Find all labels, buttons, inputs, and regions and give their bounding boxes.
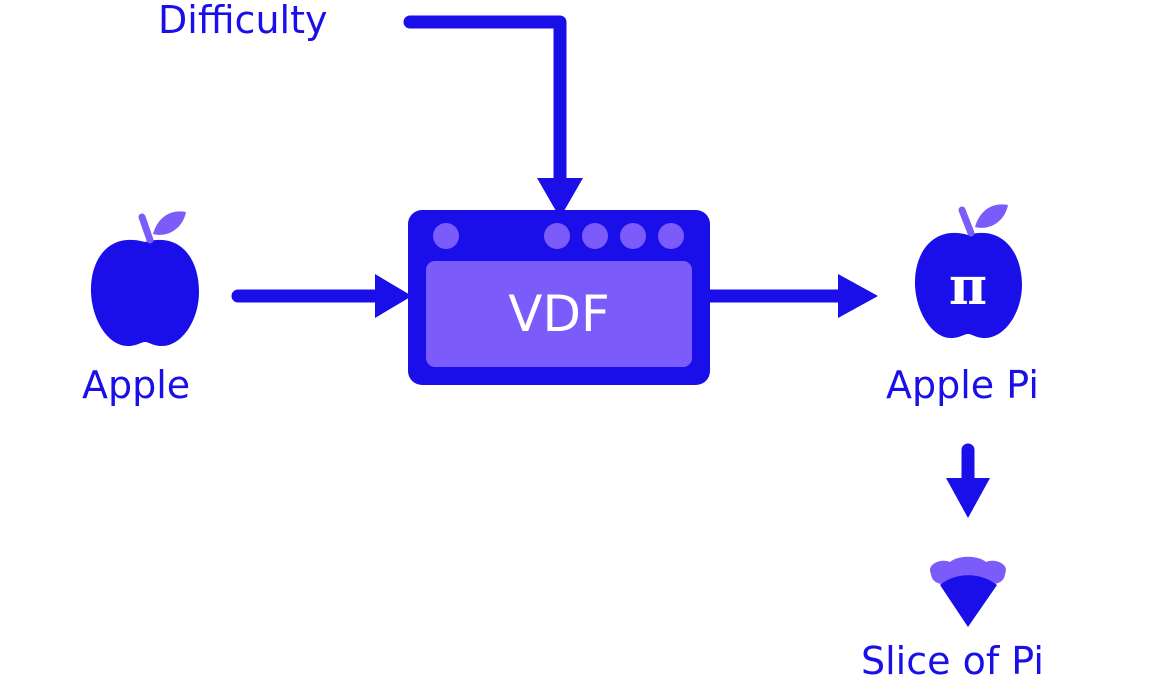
slice-arrow bbox=[946, 443, 990, 518]
input-arrow bbox=[231, 274, 412, 318]
apple-icon bbox=[90, 211, 199, 346]
output-arrow bbox=[710, 274, 878, 318]
apple-label: Apple bbox=[82, 363, 190, 407]
oven-knob bbox=[620, 223, 646, 249]
pi-symbol: π bbox=[949, 256, 987, 317]
apple-pi-icon bbox=[914, 204, 1022, 338]
oven-knob bbox=[658, 223, 684, 249]
oven-knob bbox=[582, 223, 608, 249]
oven-knob bbox=[544, 223, 570, 249]
oven-knob bbox=[433, 223, 459, 249]
oven-window bbox=[426, 261, 692, 367]
vdf-label: VDF bbox=[508, 285, 609, 343]
difficulty-arrow bbox=[403, 15, 583, 218]
difficulty-label: Difficulty bbox=[158, 0, 327, 42]
slice-label: Slice of Pi bbox=[861, 639, 1044, 683]
apple-pi-label: Apple Pi bbox=[886, 363, 1039, 407]
oven-icon bbox=[408, 210, 710, 385]
pie-slice-icon bbox=[930, 556, 1006, 627]
